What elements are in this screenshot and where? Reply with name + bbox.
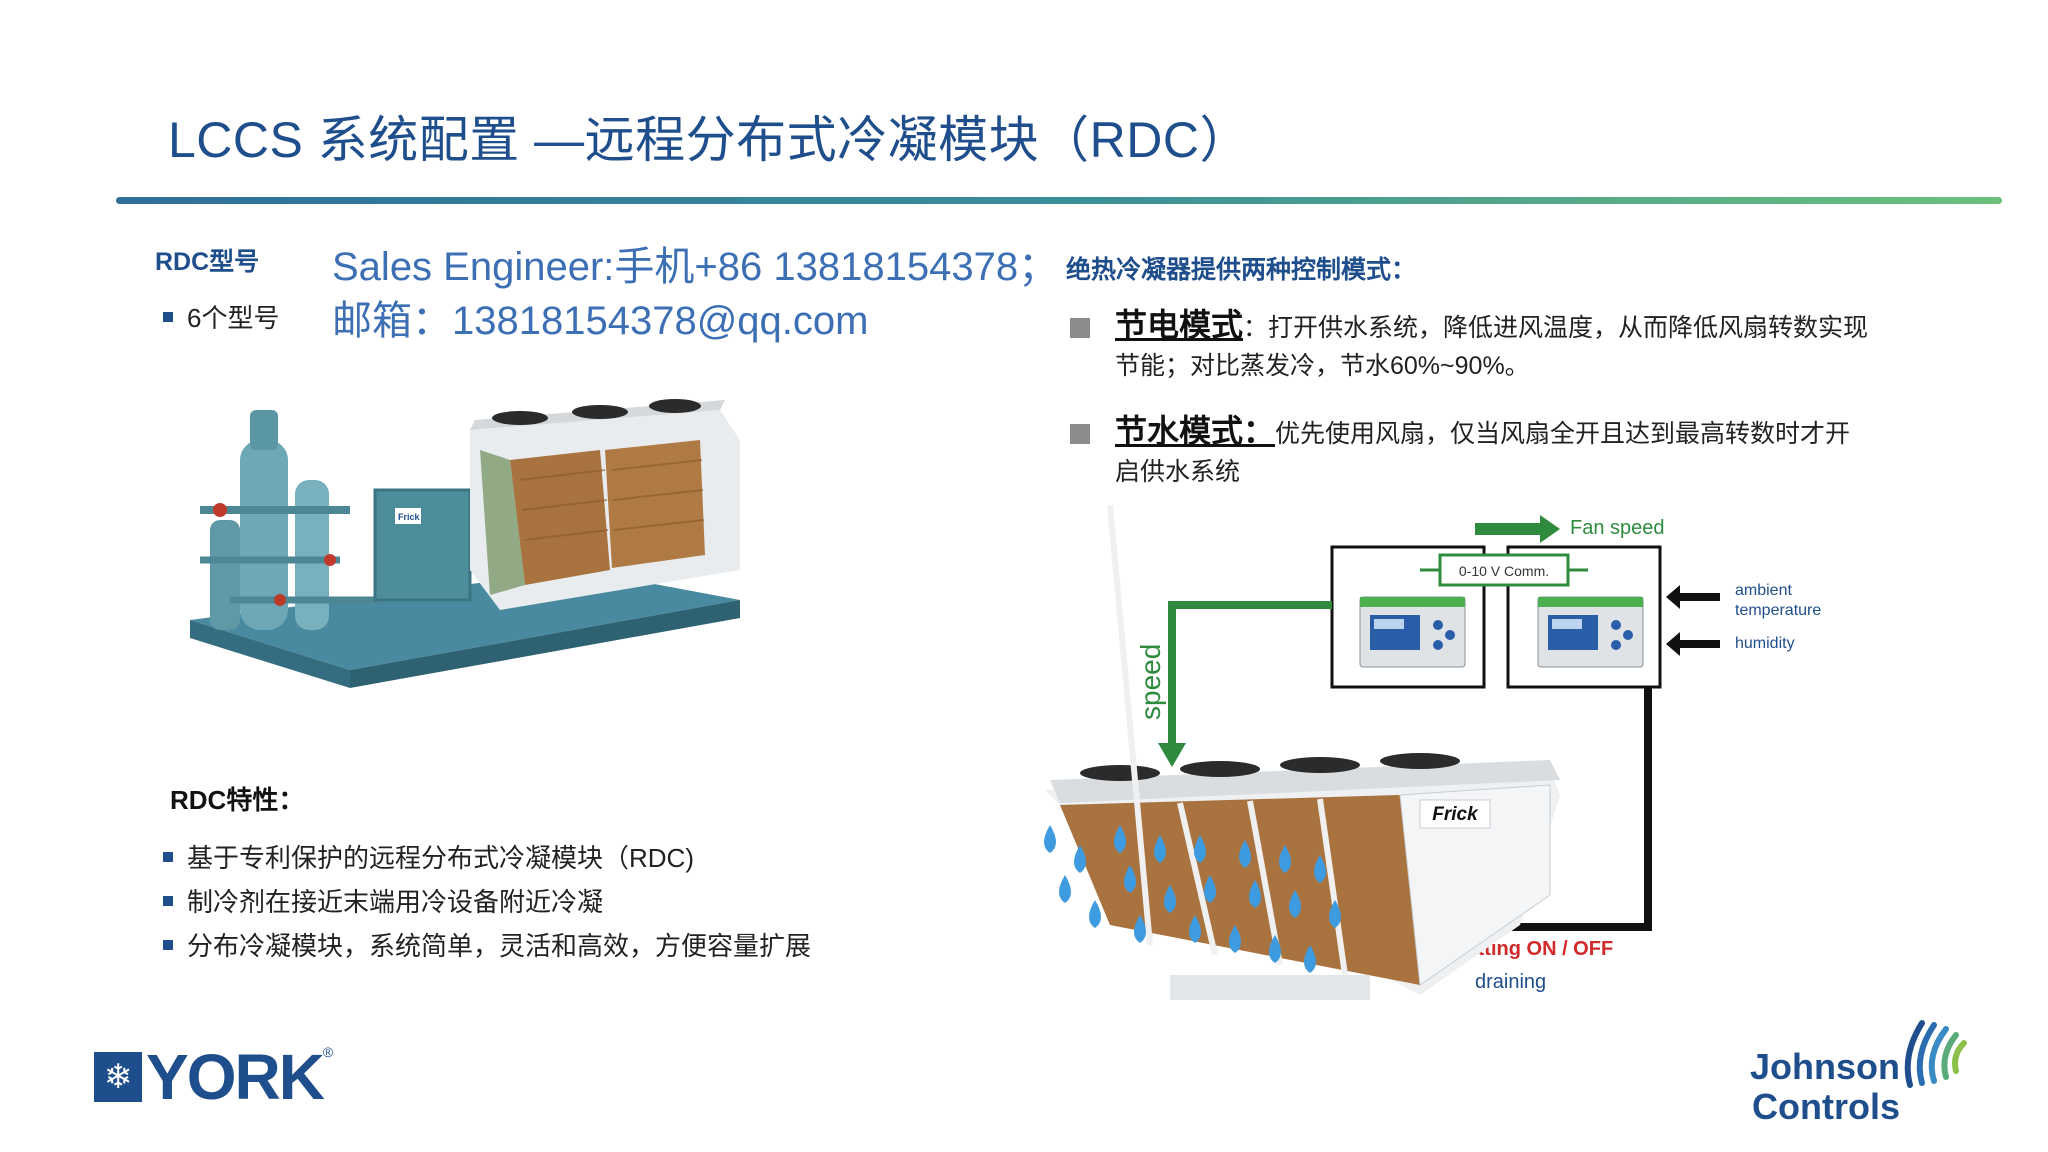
johnson-text: Johnson: [1750, 1046, 1900, 1087]
controller-module-left-icon: [1359, 596, 1466, 668]
water-saving-mode-name: 节水模式：: [1115, 413, 1276, 449]
rdc-model-item-text: 6个型号: [187, 303, 280, 333]
speed-arrow-icon: [1158, 743, 1186, 767]
water-saving-mode-desc: 优先使用风扇，仅当风扇全开且达到最高转数时才开启供水系统: [1115, 420, 1851, 486]
condenser-brand-label: Frick: [1432, 804, 1479, 825]
water-drops-icon: [1044, 825, 1341, 973]
sales-email: 邮箱：13818154378@qq.com: [332, 299, 869, 343]
ambient-label-line-2: temperature: [1735, 602, 1821, 619]
ambient-label-line: ambient: [1735, 582, 1792, 599]
snowflake-icon: ❄: [94, 1052, 142, 1102]
rdc-unit-illustration: Frick: [190, 399, 740, 688]
rdc-features-heading: RDC特性：: [170, 785, 305, 815]
bullet-square-icon: [163, 939, 173, 950]
feature-item: 分布冷凝模块，系统简单，灵活和高效，方便容量扩展: [163, 926, 811, 963]
comm-label: 0-10 V Comm.: [1459, 563, 1549, 579]
control-diagram: Fan speed 0-10 V Comm. ambient temperatu…: [1044, 505, 1821, 1000]
jci-swoosh-icon: [1904, 1020, 1967, 1088]
controller-box-right: [1506, 545, 1662, 689]
feature-item: 基于专利保护的远程分布式冷凝模块（RDC): [163, 838, 694, 875]
machine-brand-label: Frick: [398, 512, 421, 522]
ambient-temperature-label: ambient temperature: [1735, 582, 1821, 619]
page-title: LCCS 系统配置 —远程分布式冷凝模块（RDC）: [168, 112, 1250, 168]
adiabatic-condenser-icon: Frick: [1045, 505, 1560, 1000]
registered-mark: ®: [322, 1044, 334, 1060]
energy-saving-mode-name: 节电模式: [1115, 307, 1244, 343]
bullet-square-icon: [163, 311, 173, 322]
feature-item: 制冷剂在接近末端用冷设备附近冷凝: [163, 882, 603, 919]
speed-label: speed: [1135, 644, 1166, 720]
york-logo-text: YORK: [146, 1041, 325, 1113]
sales-phone: Sales Engineer:手机+86 13818154378；: [332, 245, 1059, 289]
bullet-square-icon: [1070, 424, 1090, 444]
controls-text: Controls: [1752, 1086, 1900, 1127]
water-saving-mode: 节水模式：优先使用风扇，仅当风扇全开且达到最高转数时才开启供水系统: [1070, 412, 1870, 491]
feature-item-text: 分布冷凝模块，系统简单，灵活和高效，方便容量扩展: [187, 931, 812, 961]
feature-item-text: 制冷剂在接近末端用冷设备附近冷凝: [187, 887, 604, 917]
sales-contact: Sales Engineer:手机+86 13818154378； 邮箱：138…: [332, 240, 1058, 348]
york-logo: ❄ YORK ®: [94, 1040, 333, 1114]
energy-saving-mode-desc: ：打开供水系统，降低进风温度，从而降低风扇转数实现节能；对比蒸发冷，节水60%~…: [1115, 314, 1869, 380]
controller-module-right-icon: [1537, 596, 1644, 668]
rdc-models-heading: RDC型号: [155, 248, 260, 276]
controller-box-left: [1330, 545, 1486, 689]
humidity-label: humidity: [1735, 635, 1795, 652]
fan-speed-arrow-icon: [1475, 515, 1560, 543]
control-modes-heading: 绝热冷凝器提供两种控制模式：: [1066, 256, 1417, 284]
bullet-square-icon: [163, 895, 173, 906]
ambient-arrow-icon: [1666, 585, 1720, 609]
johnson-controls-logo: Johnson Controls: [1740, 1015, 1980, 1127]
fan-speed-label: Fan speed: [1570, 517, 1665, 539]
feature-item-text: 基于专利保护的远程分布式冷凝模块（RDC): [187, 843, 694, 873]
title-divider: [116, 197, 2002, 204]
johnson-controls-logo-text: Johnson Controls: [1740, 1047, 1900, 1127]
energy-saving-mode: 节电模式：打开供水系统，降低进风温度，从而降低风扇转数实现节能；对比蒸发冷，节水…: [1070, 306, 1870, 385]
humidity-arrow-icon: [1666, 632, 1720, 656]
rdc-model-item: 6个型号: [163, 298, 279, 335]
draining-label: draining: [1475, 971, 1546, 993]
bullet-square-icon: [163, 851, 173, 862]
bullet-square-icon: [1070, 318, 1090, 338]
